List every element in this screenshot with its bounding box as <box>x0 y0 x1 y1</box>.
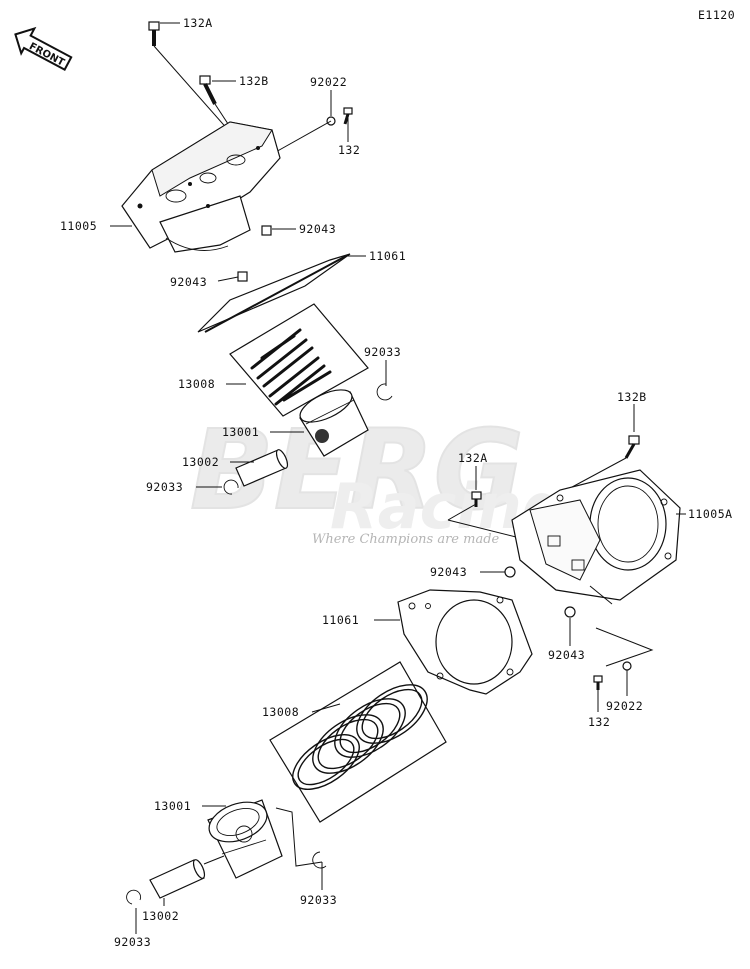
piston-13001-top <box>299 389 369 457</box>
gasket-11061-bottom <box>397 589 533 695</box>
leader-lines <box>110 22 686 934</box>
ring-set-13008-bottom <box>269 661 447 823</box>
callout-13008-top: 13008 <box>178 377 215 391</box>
circlip-92033-top <box>376 383 393 401</box>
callout-92043-b: 92043 <box>170 275 207 289</box>
callout-11005a: 11005A <box>688 507 733 521</box>
pin-13002-top <box>235 449 289 487</box>
dowel-92043-b <box>237 271 248 282</box>
callout-13001-top: 13001 <box>222 425 259 439</box>
callout-92043-a: 92043 <box>299 222 336 236</box>
bolt-132a-top <box>148 21 231 133</box>
callout-132a-right: 132A <box>458 451 488 465</box>
dowel-92043-a <box>261 225 272 236</box>
diagram-code: E1120 <box>698 8 735 22</box>
callout-132-top: 132 <box>338 143 360 157</box>
bolt-132-top <box>343 107 353 125</box>
watermark-tagline: Where Champions are made <box>312 532 500 547</box>
callout-132a-top: 132A <box>183 16 213 30</box>
callout-132-bottom: 132 <box>588 715 610 729</box>
callout-92033-bottom-right: 92033 <box>300 893 337 907</box>
callout-132b-right: 132B <box>617 390 647 404</box>
callout-11061-top: 11061 <box>369 249 406 263</box>
circlip-92033-mid <box>223 479 239 495</box>
callout-92022-top: 92022 <box>310 75 347 89</box>
ring-set-13008-top <box>229 303 369 417</box>
callout-11005: 11005 <box>60 219 97 233</box>
callout-92033-top: 92033 <box>364 345 401 359</box>
pin-13002-bottom <box>149 855 225 899</box>
callout-92033-mid: 92033 <box>146 480 183 494</box>
callout-13001-bottom: 13001 <box>154 799 191 813</box>
callout-132b-top: 132B <box>239 74 269 88</box>
dowel-92043-d <box>564 606 576 618</box>
circlip-92033-bottom-right <box>312 851 327 869</box>
bolt-132a-right <box>447 491 521 539</box>
callout-92033-bottom-left: 92033 <box>114 935 151 949</box>
bolt-132-bottom <box>593 675 603 690</box>
callout-92022-bottom: 92022 <box>606 699 643 713</box>
cylinder-11005a <box>511 469 681 605</box>
callout-92043-c: 92043 <box>430 565 467 579</box>
callout-11061-bottom: 11061 <box>322 613 359 627</box>
callout-labels: 132A 132B 92022 132 11005 92043 11061 92… <box>60 16 733 949</box>
callout-13002-top: 13002 <box>182 455 219 469</box>
dowel-92043-c <box>504 566 516 578</box>
callout-13002-bottom: 13002 <box>142 909 179 923</box>
piston-13001-bottom <box>207 799 283 879</box>
washer-92022-bottom <box>622 661 632 671</box>
circlip-92033-bottom-left <box>126 889 142 905</box>
cylinder-11005 <box>121 121 281 253</box>
callout-92043-d: 92043 <box>548 648 585 662</box>
callout-13008-bottom: 13008 <box>262 705 299 719</box>
front-arrow-icon: FRONT <box>14 26 73 71</box>
bolt-132b-top <box>199 75 233 131</box>
gasket-11061-top <box>197 253 351 333</box>
